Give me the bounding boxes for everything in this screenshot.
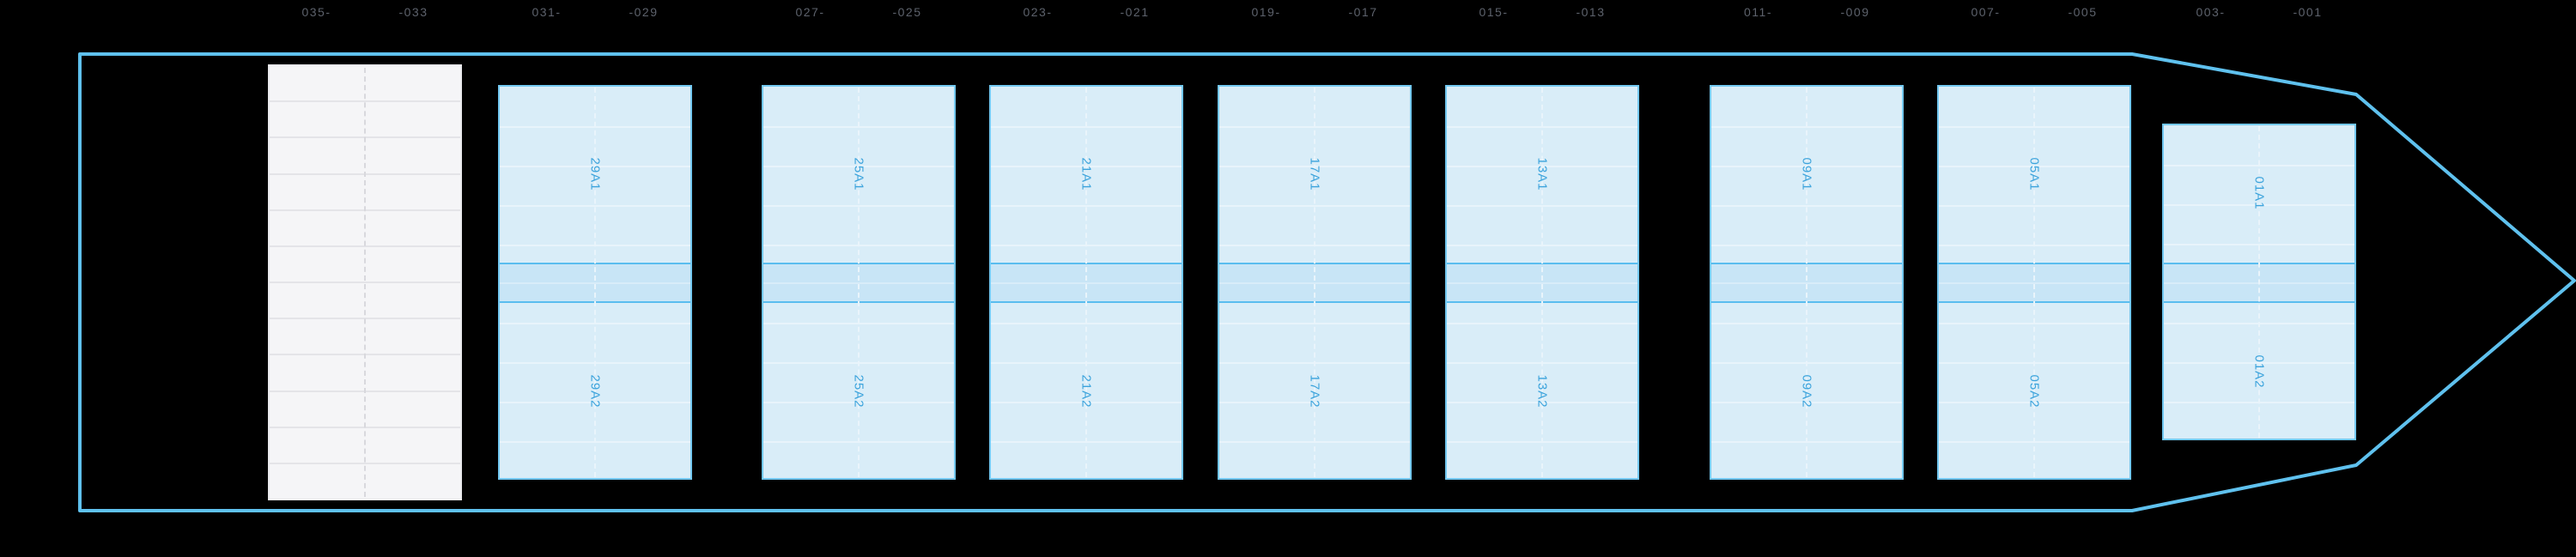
bay-label-aft: 01A2 <box>2251 354 2267 389</box>
hull-outline-path <box>78 52 2576 512</box>
slot-number-label: -005 <box>2068 5 2098 19</box>
bay-label-fore: 29A1 <box>587 156 603 191</box>
bay-label-fore: 01A1 <box>2251 176 2267 210</box>
bay-17[interactable]: 17A1 17A2 <box>1218 85 1412 480</box>
slot-number-label: -021 <box>1120 5 1150 19</box>
hatch-center-dashed-line <box>364 68 366 497</box>
bay-label-aft: 05A2 <box>2026 374 2042 409</box>
bay-label-fore: 13A1 <box>1534 156 1550 191</box>
bay-13[interactable]: 13A1 13A2 <box>1445 85 1639 480</box>
slot-number-label: 027- <box>795 5 825 19</box>
bay-label-fore: 21A1 <box>1078 156 1094 191</box>
bay-center-dashed-line <box>1541 88 1543 477</box>
bay-05[interactable]: 05A1 05A2 <box>1937 85 2131 480</box>
slot-number-label: -013 <box>1576 5 1606 19</box>
bay-label-aft: 25A2 <box>851 374 866 409</box>
slot-number-label: -017 <box>1348 5 1378 19</box>
bay-09[interactable]: 09A1 09A2 <box>1710 85 1904 480</box>
slot-number-label: 023- <box>1023 5 1053 19</box>
slot-number-label: 031- <box>532 5 562 19</box>
bay-label-aft: 09A2 <box>1799 374 1814 409</box>
bay-label-fore: 05A1 <box>2026 156 2042 191</box>
bay-25[interactable]: 25A1 25A2 <box>762 85 956 480</box>
slot-number-label: -001 <box>2293 5 2323 19</box>
bay-center-dashed-line <box>2258 126 2260 438</box>
bay-29[interactable]: 29A1 29A2 <box>498 85 692 480</box>
slot-number-label: 015- <box>1479 5 1509 19</box>
slot-number-label: -025 <box>892 5 922 19</box>
bay-label-fore: 25A1 <box>851 156 866 191</box>
bay-center-dashed-line <box>594 88 596 477</box>
bay-label-fore: 09A1 <box>1799 156 1814 191</box>
bay-center-dashed-line <box>1806 88 1807 477</box>
hatch-block-035-033[interactable] <box>268 64 462 500</box>
bay-01[interactable]: 01A1 01A2 <box>2162 124 2356 440</box>
bay-center-dashed-line <box>1314 88 1315 477</box>
bay-center-dashed-line <box>2033 88 2035 477</box>
slot-number-label: 019- <box>1251 5 1281 19</box>
slot-number-label: 003- <box>2196 5 2226 19</box>
bay-label-aft: 13A2 <box>1534 374 1550 409</box>
slot-number-label: 035- <box>301 5 331 19</box>
slot-number-label: -009 <box>1840 5 1870 19</box>
bay-label-aft: 21A2 <box>1078 374 1094 409</box>
bay-label-aft: 29A2 <box>587 374 603 409</box>
slot-number-label: 007- <box>1971 5 2001 19</box>
slot-number-label: -029 <box>629 5 659 19</box>
bay-21[interactable]: 21A1 21A2 <box>989 85 1183 480</box>
bay-label-aft: 17A2 <box>1307 374 1322 409</box>
bay-center-dashed-line <box>1085 88 1087 477</box>
slot-number-label: -033 <box>398 5 428 19</box>
bay-center-dashed-line <box>858 88 860 477</box>
slot-number-label: 011- <box>1744 5 1772 19</box>
bay-label-fore: 17A1 <box>1307 156 1322 191</box>
